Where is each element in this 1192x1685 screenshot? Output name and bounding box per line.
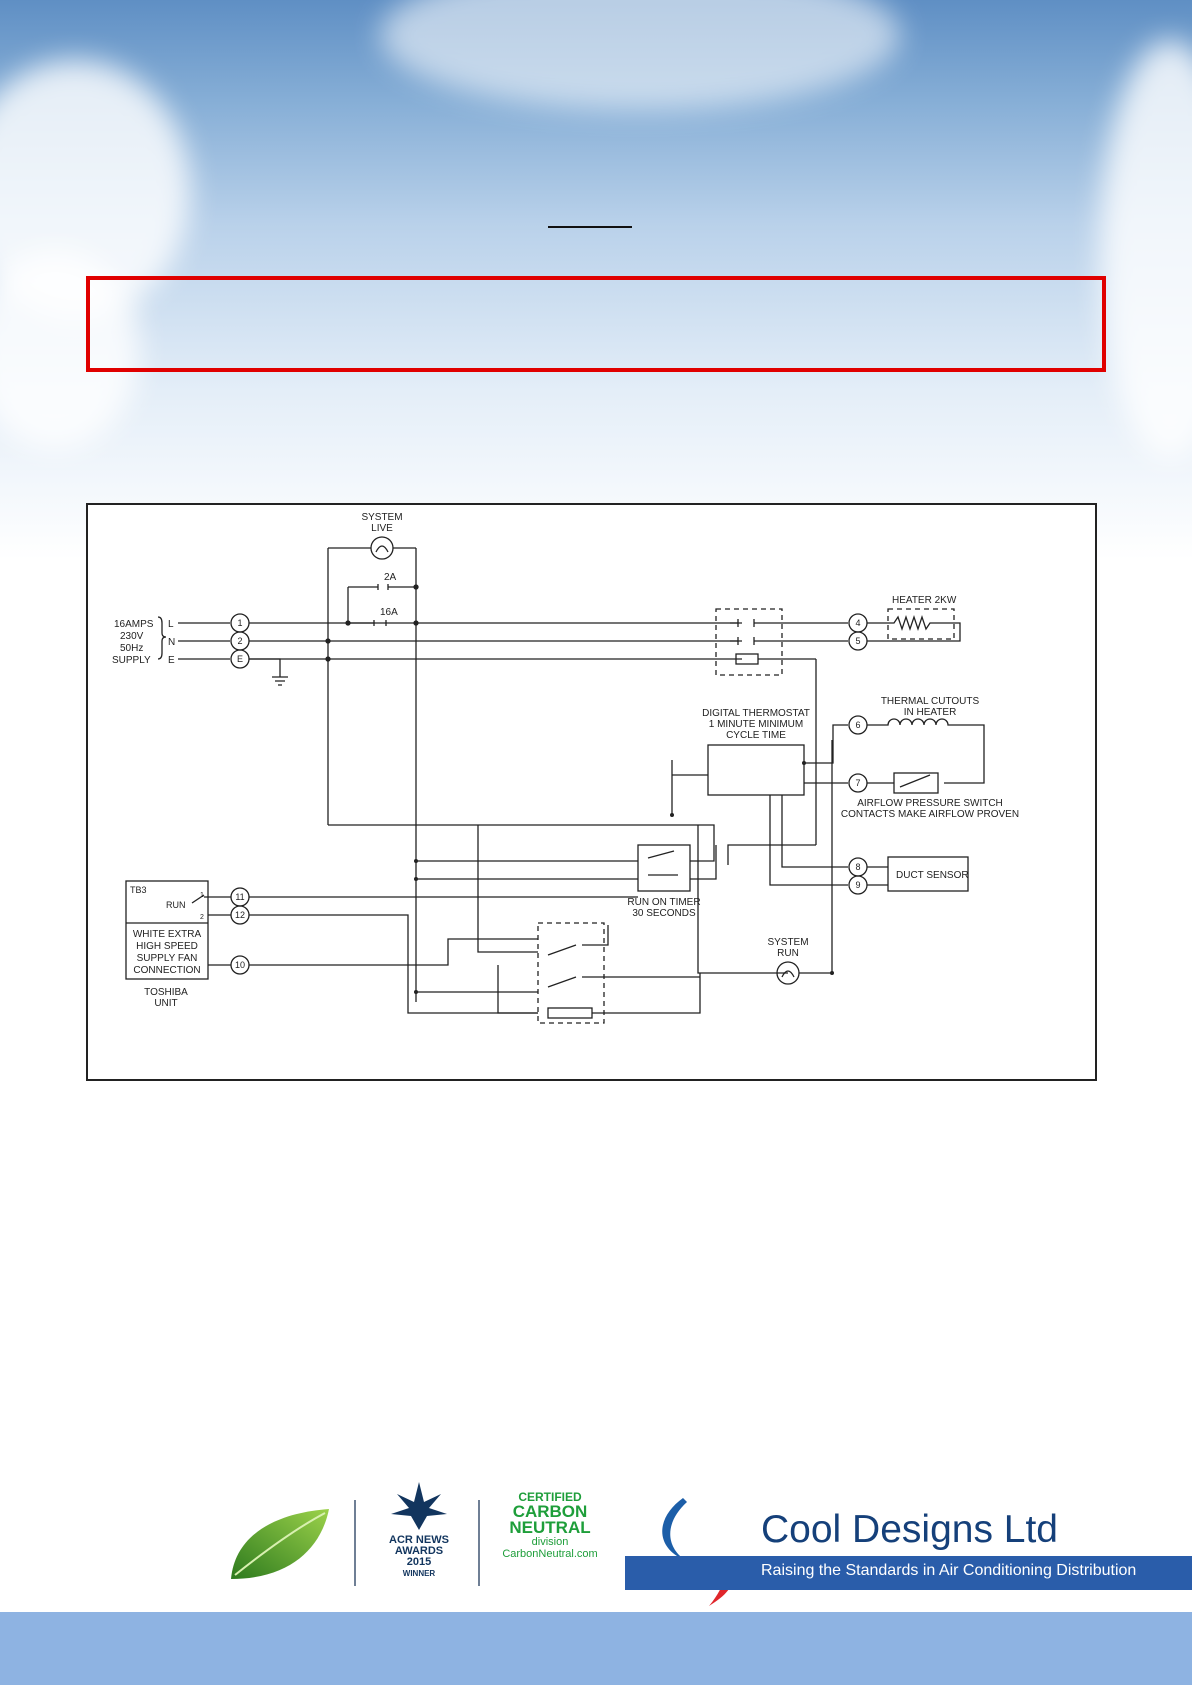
warning-box bbox=[86, 276, 1106, 372]
airflow-2: CONTACTS MAKE AIRFLOW PROVEN bbox=[841, 809, 1019, 820]
swoosh-icon bbox=[662, 1498, 734, 1606]
tb3-label: TB3 bbox=[130, 885, 147, 895]
acr-line-4: WINNER bbox=[402, 1569, 436, 1578]
thermostat-box bbox=[707, 744, 805, 796]
earth-symbol bbox=[249, 658, 288, 686]
carbon-neutral-logo: CERTIFIED CARBON NEUTRAL division Carbon… bbox=[500, 1490, 600, 1595]
system-live-2: LIVE bbox=[371, 523, 393, 534]
terminal-12-label: 12 bbox=[235, 910, 245, 920]
terminal-7-label: 7 bbox=[855, 778, 860, 788]
logo-separator-1 bbox=[354, 1500, 356, 1586]
duct-sensor-box bbox=[887, 856, 969, 892]
company-tagline: Raising the Standards in Air Conditionin… bbox=[761, 1562, 1137, 1579]
wiring-diagram: 16AMPS 230V 50Hz SUPPLY L N E 1 2 E 2A 1… bbox=[86, 503, 1097, 1081]
company-name: Cool Designs Ltd bbox=[761, 1508, 1058, 1551]
logo-separator-2 bbox=[478, 1500, 480, 1586]
acr-line-1: ACR NEWS bbox=[389, 1534, 449, 1546]
cutouts-2: IN HEATER bbox=[904, 707, 957, 718]
system-run-2: RUN bbox=[777, 948, 799, 959]
terminal-5-label: 5 bbox=[855, 636, 860, 646]
fan-conn-1: WHITE EXTRA bbox=[133, 929, 202, 940]
duct-sensor-label: DUCT SENSOR bbox=[896, 870, 969, 881]
toshiba-1: TOSHIBA bbox=[144, 987, 188, 998]
run-label: RUN bbox=[166, 900, 186, 910]
supply-label: SUPPLY bbox=[112, 655, 151, 666]
terminal-10-label: 10 bbox=[235, 960, 245, 970]
terminal-e-label: E bbox=[237, 654, 243, 664]
supply-hz: 50Hz bbox=[120, 643, 143, 654]
timer-1: RUN ON TIMER bbox=[627, 897, 700, 908]
thermostat-1: DIGITAL THERMOSTAT bbox=[702, 708, 810, 719]
heater-element bbox=[867, 614, 961, 642]
supply-labels: 16AMPS 230V 50Hz SUPPLY L N E bbox=[112, 619, 175, 666]
pin-1-label: 1 bbox=[200, 892, 204, 899]
toshiba-2: UNIT bbox=[154, 998, 177, 1009]
carbon-word: CARBON bbox=[512, 1502, 588, 1521]
contactor-box bbox=[715, 608, 783, 676]
timer-2: 30 SECONDS bbox=[632, 908, 696, 919]
neutral-word: NEUTRAL bbox=[509, 1518, 591, 1537]
airflow-switch-box bbox=[893, 772, 939, 794]
fuse-16a-label: 16A bbox=[380, 607, 398, 618]
letter-l: L bbox=[168, 619, 174, 630]
fan-conn-4: CONNECTION bbox=[133, 965, 200, 976]
terminal-11-label: 11 bbox=[235, 892, 244, 902]
thermostat-3: CYCLE TIME bbox=[726, 730, 786, 741]
fan-conn-3: SUPPLY FAN bbox=[137, 953, 198, 964]
supply-volts: 230V bbox=[120, 631, 144, 642]
terminal-4-label: 4 bbox=[855, 618, 860, 628]
terminal-1-label: 1 bbox=[237, 618, 242, 628]
acr-star-icon bbox=[391, 1482, 447, 1530]
terminal-8-label: 8 bbox=[855, 862, 860, 872]
terminal-6-label: 6 bbox=[855, 720, 860, 730]
system-live-lamp bbox=[370, 536, 394, 560]
letter-e: E bbox=[168, 655, 175, 666]
letter-n: N bbox=[168, 637, 175, 648]
thermal-cutouts bbox=[867, 718, 985, 784]
carbon-division: division bbox=[531, 1536, 569, 1548]
heater-box bbox=[887, 608, 955, 640]
fan-relay-box bbox=[537, 922, 605, 1024]
heater-label: HEATER 2KW bbox=[892, 595, 957, 606]
cutouts-1: THERMAL CUTOUTS bbox=[881, 696, 980, 707]
fan-relay-coil bbox=[547, 1007, 593, 1019]
cloud-left-2 bbox=[0, 250, 140, 450]
pin-2-label: 2 bbox=[200, 914, 204, 921]
terminal-2-label: 2 bbox=[237, 636, 242, 646]
carbon-url: CarbonNeutral.com bbox=[502, 1548, 598, 1560]
acr-line-3: 2015 bbox=[406, 1556, 432, 1568]
fan-conn-2: HIGH SPEED bbox=[136, 941, 198, 952]
supply-brace bbox=[157, 616, 167, 660]
run-on-timer-box bbox=[637, 844, 691, 892]
brand-bar bbox=[625, 1556, 1192, 1590]
carbon-certified: CERTIFIED bbox=[518, 1490, 582, 1504]
fuse-2a-label: 2A bbox=[384, 572, 397, 583]
terminal-9-label: 9 bbox=[855, 880, 860, 890]
footer-band bbox=[0, 1612, 1192, 1685]
leaf-logo bbox=[225, 1505, 335, 1585]
title-underline bbox=[548, 226, 632, 228]
fuse-2a bbox=[348, 584, 414, 590]
toshiba-unit-box bbox=[125, 880, 209, 980]
supply-amps: 16AMPS bbox=[114, 619, 154, 630]
acr-awards-logo: ACR NEWS AWARDS 2015 WINNER bbox=[378, 1482, 460, 1600]
cool-designs-logo: Cool Designs Ltd Raising the Standards i… bbox=[625, 1498, 1192, 1610]
system-live-1: SYSTEM bbox=[361, 512, 402, 523]
system-run-1: SYSTEM bbox=[767, 937, 808, 948]
thermostat-2: 1 MINUTE MINIMUM bbox=[709, 719, 803, 730]
acr-line-2: AWARDS bbox=[394, 1545, 444, 1557]
airflow-1: AIRFLOW PRESSURE SWITCH bbox=[857, 798, 1003, 809]
fuse-16a bbox=[346, 620, 387, 626]
